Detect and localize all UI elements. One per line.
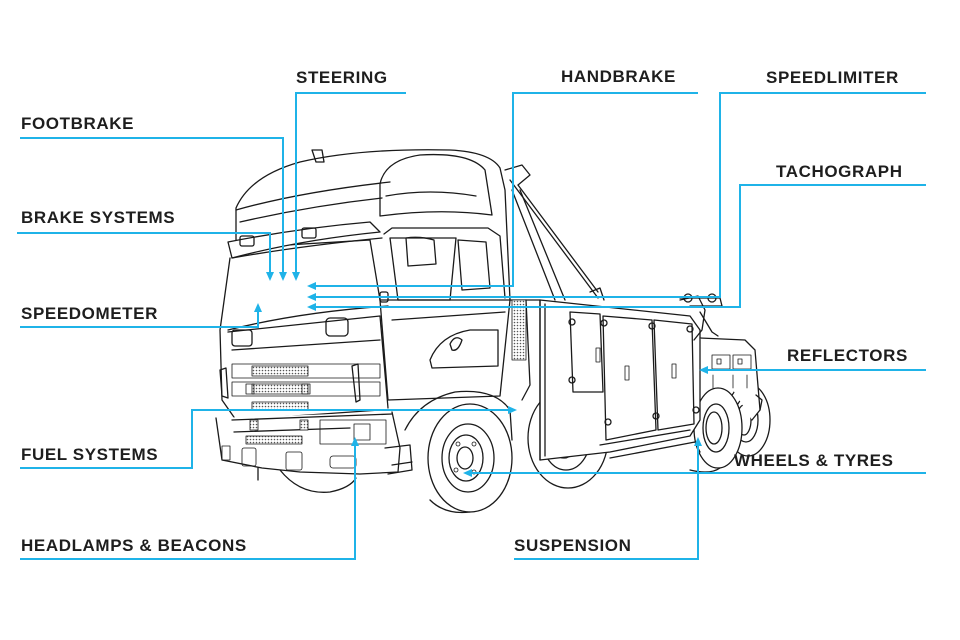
arrow-wheels-tyres: [463, 469, 472, 477]
crane-boom: [504, 164, 723, 341]
label-fuel-systems: FUEL SYSTEMS: [21, 445, 159, 464]
callout-line-speedometer: [20, 312, 259, 328]
label-footbrake: FOOTBRAKE: [21, 114, 135, 133]
arrow-steering: [292, 272, 300, 281]
label-tachograph: TACHOGRAPH: [776, 162, 903, 181]
truck-illustration: [215, 149, 771, 514]
label-headlamps-beacons: HEADLAMPS & BEACONS: [21, 536, 247, 555]
label-speedometer: SPEEDOMETER: [21, 304, 158, 323]
arrow-speedlimiter: [307, 293, 316, 301]
arrow-fuel-systems: [508, 406, 517, 414]
callout-line-headlamps-beacons: [20, 446, 356, 560]
arrow-tachograph: [307, 303, 316, 311]
label-wheels-tyres: WHEELS & TYRES: [734, 451, 894, 470]
label-reflectors: REFLECTORS: [787, 346, 908, 365]
callout-line-suspension: [514, 446, 699, 560]
label-speedlimiter: SPEEDLIMITER: [766, 68, 899, 87]
callout-line-footbrake: [20, 137, 284, 272]
callout-line-tachograph: [316, 184, 926, 308]
arrow-handbrake: [307, 282, 316, 290]
arrow-footbrake: [279, 272, 287, 281]
label-suspension: SUSPENSION: [514, 536, 632, 555]
callout-line-fuel-systems: [20, 409, 508, 469]
front-wheel: [404, 390, 513, 514]
arrow-brake-systems: [266, 272, 274, 281]
label-steering: STEERING: [296, 68, 388, 87]
arrow-headlamps-beacons: [351, 437, 359, 446]
callout-lines: [17, 92, 926, 560]
callout-line-handbrake: [316, 92, 698, 287]
tool-body: [539, 299, 763, 461]
arrow-speedometer: [254, 303, 262, 312]
callout-line-speedlimiter: [316, 92, 926, 298]
label-handbrake: HANDBRAKE: [561, 67, 676, 86]
callout-line-steering: [295, 92, 406, 272]
arrow-suspension: [694, 437, 702, 446]
arrow-reflectors: [699, 366, 708, 374]
label-brake-systems: BRAKE SYSTEMS: [21, 208, 176, 227]
callout-line-brake-systems: [17, 232, 271, 272]
cab: [215, 149, 511, 481]
